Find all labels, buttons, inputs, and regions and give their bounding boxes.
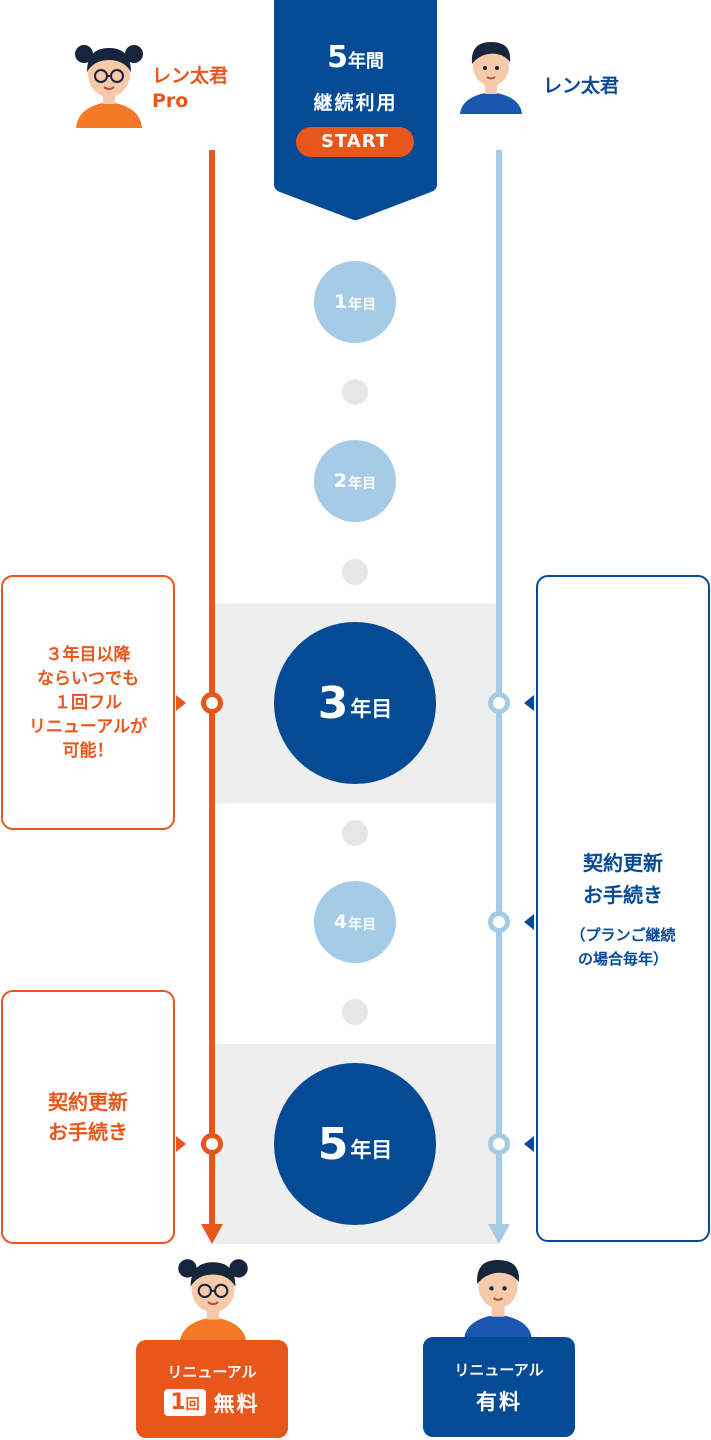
year1-num: 1	[333, 291, 348, 313]
year4-unit: 年目	[348, 916, 377, 933]
pro-avatar	[74, 36, 144, 128]
year4-num: 4	[333, 911, 348, 933]
pro-year3-callout-pointer	[176, 695, 186, 711]
year2-unit: 年目	[348, 475, 377, 492]
standard-renewal-price: 有料	[476, 1389, 522, 1414]
pro-renewal-price-row: 1回 無料	[164, 1388, 259, 1418]
pro-renewal-label: リニューアル	[167, 1362, 257, 1381]
pro-year5-callout-pointer	[176, 1136, 186, 1152]
pro-plan-name: レン太君 Pro	[152, 64, 228, 114]
pro-timeline-arrow-icon	[201, 1224, 223, 1244]
standard-year3-callout-pointer	[524, 695, 534, 711]
pro-plan-name-line1: レン太君	[152, 65, 229, 87]
year3-num: 3	[317, 677, 349, 729]
standard-year4-callout-pointer	[524, 914, 534, 930]
standard-year5-callout-pointer	[524, 1136, 534, 1152]
callout-line: １回フル	[54, 692, 122, 713]
start-banner-years-unit: 年間	[347, 51, 384, 72]
callout-line: お手続き	[48, 1120, 128, 1144]
timeline-dot	[342, 999, 368, 1025]
standard-timeline-arrow-icon	[488, 1224, 510, 1244]
start-banner-years-num: 5	[327, 40, 348, 75]
callout-line: 可能！	[62, 740, 114, 761]
year1-unit: 年目	[348, 296, 377, 313]
start-banner: 5年間 継続利用 START	[274, 0, 437, 222]
pro-year3-marker	[201, 692, 223, 714]
pro-renewal-badge: リニューアル 1回 無料	[136, 1340, 288, 1438]
standard-renewal-label: リニューアル	[454, 1360, 544, 1379]
year3-unit: 年目	[350, 697, 393, 721]
start-banner-line2: 継続利用	[313, 92, 398, 114]
pro-renewal-count-num: 1	[170, 1390, 186, 1415]
start-label: START	[296, 127, 414, 157]
callout-line: ３年目以降	[45, 644, 131, 665]
standard-avatar	[458, 36, 524, 114]
pro-renewal-count-unit: 回	[185, 1397, 200, 1413]
timeline-dot	[342, 379, 368, 405]
girl-with-glasses-icon	[75, 45, 143, 128]
callout-title-line: 契約更新	[583, 850, 663, 875]
pro-year5-callout: 契約更新 お手続き	[1, 990, 175, 1244]
standard-plan-name: レン太君	[543, 75, 620, 97]
pro-footer-avatar	[176, 1250, 250, 1344]
standard-year4-marker	[488, 911, 510, 933]
standard-footer-avatar	[462, 1252, 534, 1340]
pro-plan-name-line2: Pro	[152, 90, 189, 112]
pro-renewal-price: 無料	[213, 1391, 260, 1416]
start-banner-years: 5年間	[274, 40, 437, 75]
standard-year3-marker	[488, 692, 510, 714]
year2-num: 2	[333, 470, 348, 492]
boy-icon	[460, 42, 522, 114]
boy-icon	[464, 1260, 532, 1339]
standard-renewal-badge: リニューアル 有料	[423, 1337, 575, 1437]
callout-line: ならいつでも	[37, 668, 139, 689]
timeline-dot	[342, 559, 368, 585]
girl-with-glasses-icon	[178, 1259, 248, 1344]
pro-timeline-line	[209, 150, 215, 1228]
pro-year5-marker	[201, 1133, 223, 1155]
callout-title-line: お手続き	[583, 882, 663, 907]
pro-year3-callout: ３年目以降 ならいつでも １回フル リニューアルが 可能！	[1, 575, 175, 830]
standard-year5-marker	[488, 1133, 510, 1155]
start-banner-shape	[274, 0, 437, 220]
callout-line: リニューアルが	[28, 716, 148, 737]
year5-unit: 年目	[350, 1138, 393, 1162]
year5-num: 5	[317, 1118, 349, 1170]
standard-timeline-line	[496, 150, 502, 1228]
callout-line: 契約更新	[48, 1090, 128, 1114]
callout-note-line: の場合毎年）	[577, 949, 668, 968]
pro-renewal-count-box: 1回	[164, 1389, 206, 1416]
standard-renewal-callout: 契約更新 お手続き （プランご継続 の場合毎年）	[536, 575, 710, 1242]
callout-note-line: （プランご継続	[570, 925, 676, 944]
timeline-dot	[342, 820, 368, 846]
